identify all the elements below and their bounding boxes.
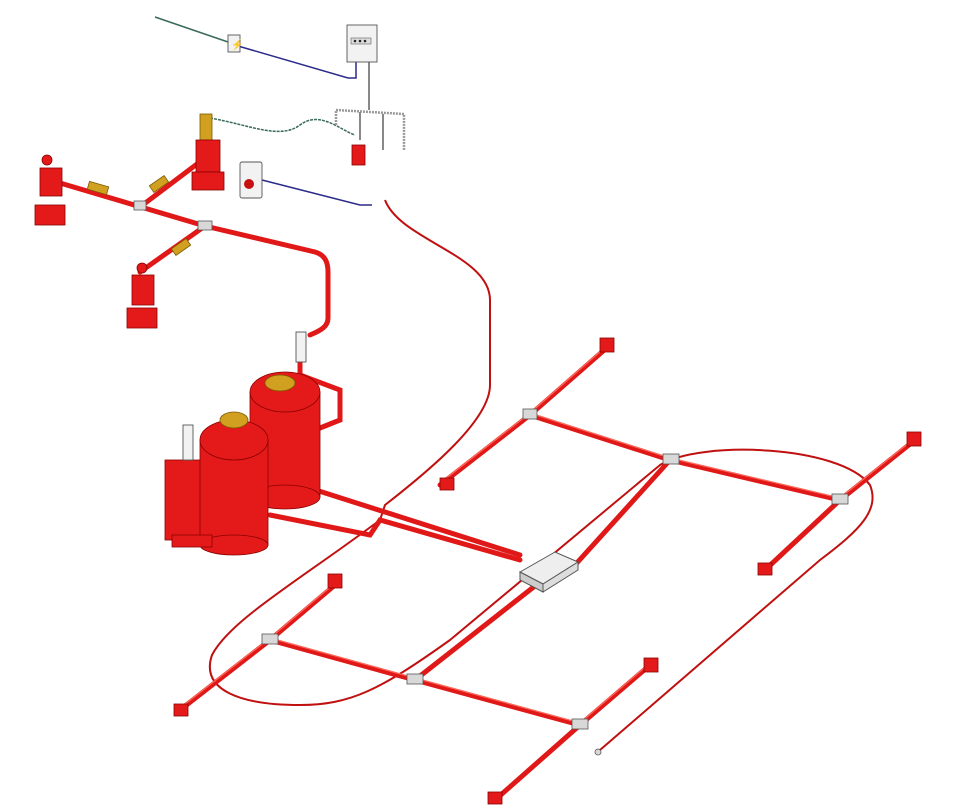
manual-actuators: [34, 113, 225, 329]
lightning-icon: ⚡: [231, 38, 243, 51]
manifold-drops: [359, 112, 384, 150]
junction-box-icon: [518, 551, 580, 593]
actuator-icon: [191, 113, 225, 191]
tee-fitting: [406, 673, 424, 685]
distribution-manifold: [334, 108, 406, 150]
cylinder-bracket: [171, 534, 213, 548]
alarm-box-icon: [351, 144, 366, 166]
gas-cylinders: [164, 331, 321, 556]
pipe-fittings: [86, 175, 849, 730]
check-valve: [148, 175, 170, 193]
nozzle-icon: [599, 337, 615, 353]
actuator-signal-cable: [209, 117, 356, 136]
nozzle-icon: [643, 657, 659, 673]
tube-end-fitting: [594, 748, 602, 756]
tee-fitting: [831, 493, 849, 505]
gas-cylinder-icon: [164, 411, 269, 556]
control-panel-icon[interactable]: [346, 24, 378, 63]
manual-release-button-icon[interactable]: [239, 161, 263, 199]
tee-fitting: [133, 200, 147, 211]
nozzle-icon: [906, 431, 922, 447]
check-valve: [170, 238, 192, 256]
tee-fitting: [197, 220, 213, 231]
signal-cables: [154, 16, 406, 206]
nozzle-icon: [757, 562, 773, 576]
nozzle-icon: [487, 791, 503, 805]
cylinder-valve: [295, 331, 307, 363]
tee-fitting: [571, 718, 589, 730]
actuator-icon: [126, 262, 158, 329]
power-cable: [154, 16, 229, 43]
nozzle-icon: [327, 573, 343, 589]
power-switch-icon[interactable]: [227, 34, 241, 53]
nozzle-icon: [173, 703, 189, 717]
cylinder-valve: [182, 424, 194, 461]
nozzles: [173, 337, 922, 805]
tee-fitting: [261, 633, 279, 645]
tee-fitting: [522, 408, 538, 420]
button-signal-cable: [261, 179, 372, 206]
tee-fitting: [662, 453, 680, 465]
actuator-icon: [34, 154, 66, 226]
nozzle-icon: [439, 477, 455, 491]
detection-tube: [209, 199, 874, 751]
power-cable-blue: [237, 45, 357, 79]
check-valve: [86, 180, 110, 196]
